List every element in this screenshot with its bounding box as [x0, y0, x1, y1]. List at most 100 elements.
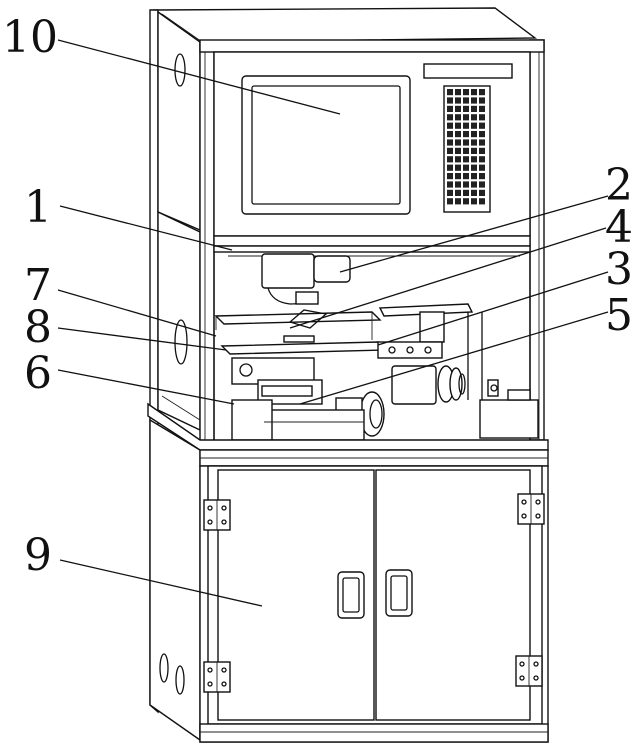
hinge [515, 655, 543, 687]
keypad-key [471, 97, 477, 104]
keypad-key [455, 105, 461, 112]
keypad-key [471, 189, 477, 196]
keypad-key [471, 181, 477, 188]
keypad-key [463, 105, 469, 112]
leader-2 [339, 195, 609, 273]
keypad-key [447, 198, 453, 205]
keypad-key [479, 181, 485, 188]
hinge [203, 499, 231, 531]
keypad-key [479, 122, 485, 129]
keypad-key [463, 122, 469, 129]
keypad-key [479, 89, 485, 96]
keypad-key [479, 114, 485, 121]
keypad-key [463, 198, 469, 205]
work-area [213, 252, 539, 441]
leader-3 [377, 271, 609, 346]
keypad-key [463, 114, 469, 121]
hinge [203, 661, 231, 693]
keypad-key [471, 114, 477, 121]
part-labels: 10 1 2 4 3 5 7 8 6 9 [2, 12, 633, 581]
keypad-key [447, 105, 453, 112]
keypad-key [463, 181, 469, 188]
keypad-key [455, 181, 461, 188]
keypad-key [463, 189, 469, 196]
keypad-key [447, 114, 453, 121]
keypad-key [471, 122, 477, 129]
label-3: 3 [605, 244, 633, 295]
label-2: 2 [605, 160, 633, 211]
leader-6 [57, 369, 235, 405]
lower-cabinet [199, 465, 549, 743]
keypad-key [455, 89, 461, 96]
label-6: 6 [24, 348, 52, 399]
right-door-handle [385, 569, 413, 617]
leader-5 [299, 311, 609, 405]
keypad-key [479, 156, 485, 163]
leader-1 [59, 205, 233, 251]
keypad-key [455, 122, 461, 129]
keypad-key [447, 189, 453, 196]
label-9: 9 [24, 530, 52, 581]
leader-4 [289, 227, 607, 329]
touch-screen [241, 75, 411, 215]
hinge [517, 493, 545, 525]
keypad-key [471, 139, 477, 146]
keypad-key [471, 131, 477, 138]
keypad-key [471, 156, 477, 163]
keypad-key [463, 156, 469, 163]
keypad-key [479, 189, 485, 196]
keypad-key [455, 97, 461, 104]
keypad-key [479, 173, 485, 180]
keypad-key [447, 173, 453, 180]
keypad-key [455, 139, 461, 146]
label-5: 5 [605, 290, 633, 341]
leader-8 [57, 327, 227, 351]
label-4: 4 [605, 202, 633, 253]
keypad [443, 85, 491, 213]
keypad-key [471, 173, 477, 180]
keypad-key [479, 164, 485, 171]
left-door-handle [337, 571, 365, 619]
keypad-key [463, 97, 469, 104]
keypad-key [463, 131, 469, 138]
keypad-key [447, 139, 453, 146]
leader-9 [59, 559, 263, 607]
keypad-key [447, 131, 453, 138]
keypad-key [447, 156, 453, 163]
keypad-key [455, 147, 461, 154]
keypad-key [479, 139, 485, 146]
keypad-key [463, 147, 469, 154]
leader-7 [57, 289, 217, 337]
keypad-key [479, 147, 485, 154]
label-1: 1 [24, 182, 52, 233]
keypad-key [455, 189, 461, 196]
keypad-key [455, 156, 461, 163]
keypad-key [455, 198, 461, 205]
nameplate [423, 63, 513, 79]
keypad-key [471, 164, 477, 171]
keypad-key [463, 139, 469, 146]
keypad-key [455, 164, 461, 171]
label-10: 10 [2, 12, 58, 63]
keypad-key [447, 181, 453, 188]
keypad-key [463, 173, 469, 180]
keypad-key [447, 122, 453, 129]
leader-10 [57, 39, 341, 115]
label-8: 8 [24, 302, 52, 353]
label-7: 7 [24, 260, 52, 311]
keypad-key [463, 89, 469, 96]
keypad-key [447, 97, 453, 104]
keypad-key [479, 131, 485, 138]
keypad-key [479, 198, 485, 205]
leader-lines [57, 39, 609, 607]
keypad-key [463, 164, 469, 171]
keypad-key [455, 131, 461, 138]
keypad-key [455, 114, 461, 121]
keypad-key [479, 105, 485, 112]
keypad-key [471, 198, 477, 205]
keypad-key [447, 89, 453, 96]
keypad-key [479, 97, 485, 104]
keypad-key [471, 105, 477, 112]
keypad-key [455, 173, 461, 180]
